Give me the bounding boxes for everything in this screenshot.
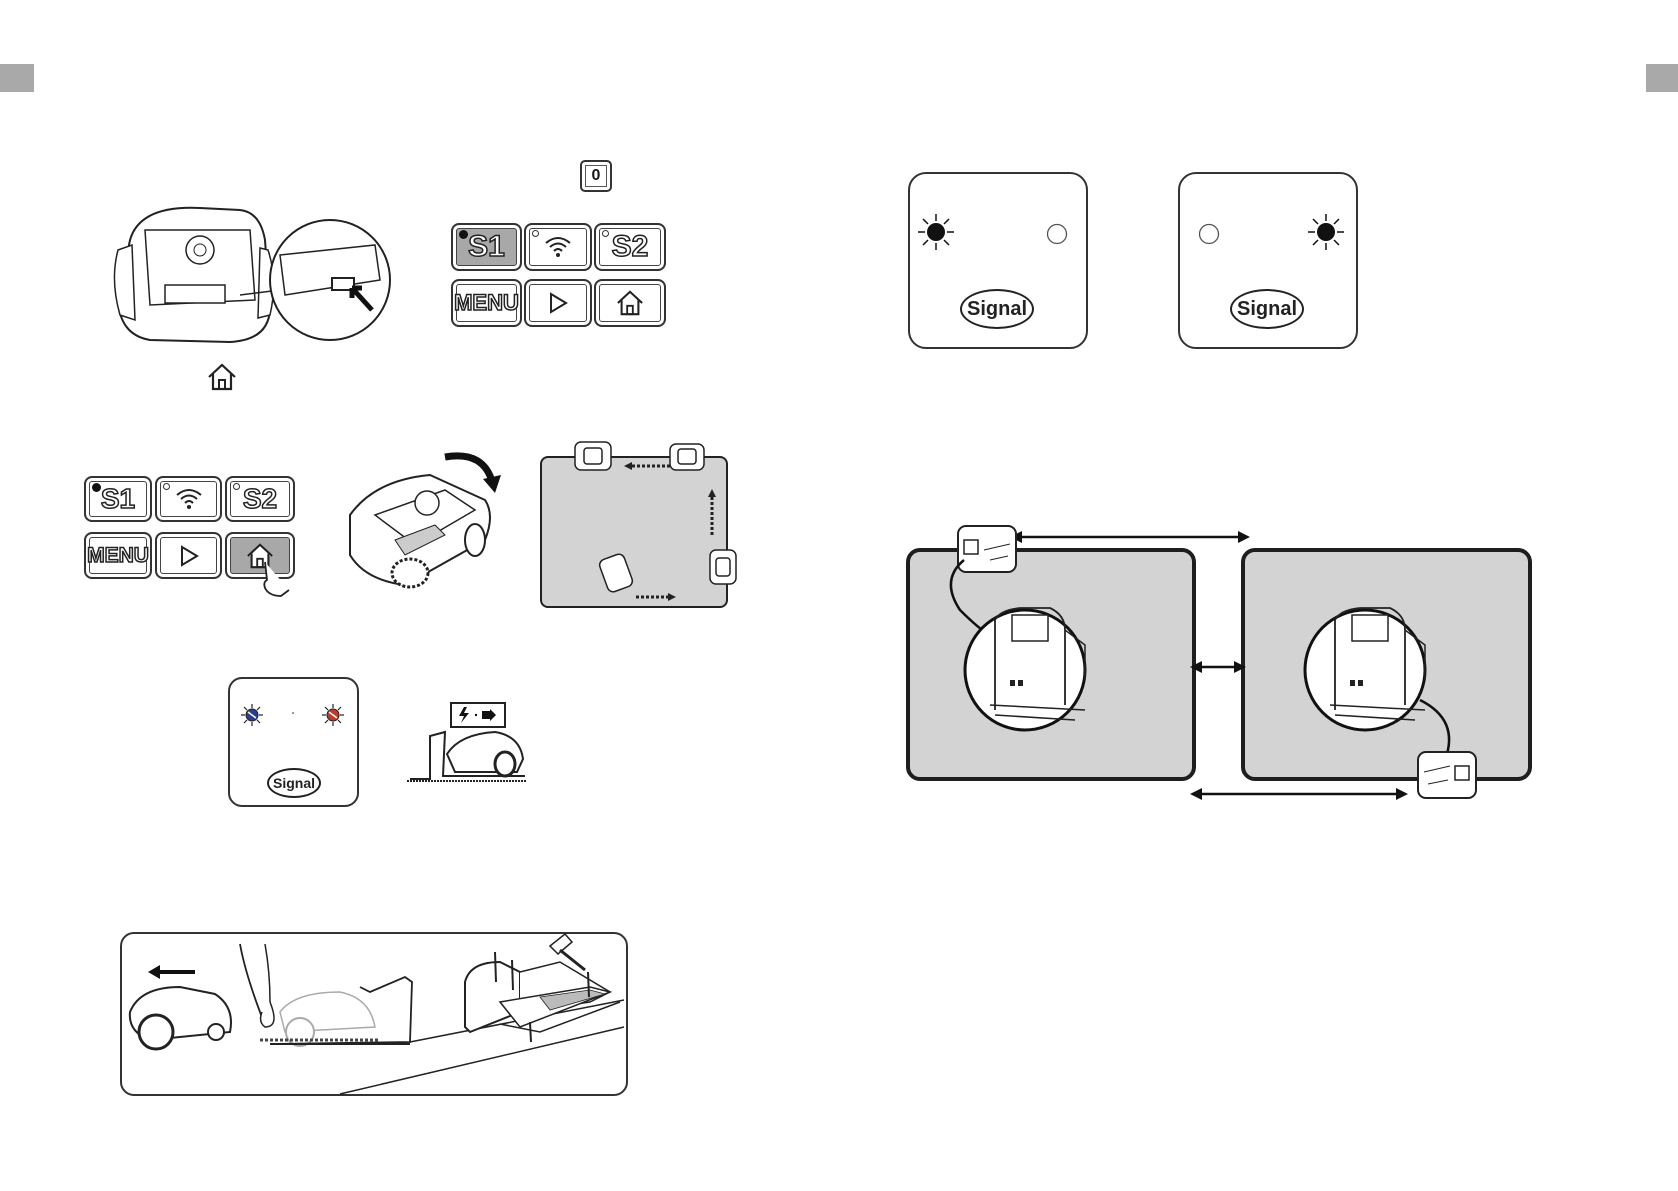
signal-label: Signal <box>1230 289 1304 329</box>
panel-center-dot <box>292 712 294 714</box>
wifi-indicator <box>532 230 539 237</box>
home-icon <box>206 362 238 392</box>
signal-label-text: Signal <box>273 775 315 791</box>
mower-return-illustration <box>335 445 505 595</box>
pressing-hand-icon <box>255 560 295 600</box>
signal-panel-left: Signal <box>908 172 1088 349</box>
led-right-red-icon <box>322 704 344 726</box>
boundary-map-mowers <box>540 440 750 620</box>
page-tab-right <box>1646 64 1678 92</box>
wifi-signal-icon <box>174 487 204 511</box>
s1-key[interactable]: S1 <box>451 223 522 271</box>
s2-key-label: S2 <box>612 230 649 264</box>
menu-key[interactable]: MENU <box>84 532 152 579</box>
s2-key[interactable]: S2 <box>225 476 295 522</box>
led-right-lit-icon <box>1308 214 1344 250</box>
s1-indicator-lit <box>92 483 101 492</box>
signal-label: Signal <box>960 289 1034 329</box>
signal-label: Signal <box>267 768 321 798</box>
signal-panel-right: Signal <box>1178 172 1358 349</box>
play-key[interactable] <box>155 532 222 579</box>
play-key[interactable] <box>524 279 592 327</box>
wifi-key[interactable] <box>524 223 592 271</box>
s2-key-label: S2 <box>243 483 277 515</box>
home-key[interactable] <box>594 279 666 327</box>
s1-key[interactable]: S1 <box>84 476 152 522</box>
s1-indicator-lit <box>459 230 468 239</box>
wifi-indicator <box>163 483 170 490</box>
installation-illustration <box>120 932 624 1094</box>
lightning-plug-icon <box>456 706 500 724</box>
wifi-signal-icon <box>543 235 573 259</box>
s2-indicator <box>233 483 240 490</box>
s1-key-label: S1 <box>101 483 135 515</box>
menu-key[interactable]: MENU <box>451 279 522 327</box>
s2-indicator <box>602 230 609 237</box>
mower-docked-illustration <box>405 724 530 784</box>
menu-key-label: MENU <box>454 290 519 316</box>
zero-key-label: 0 <box>592 167 601 185</box>
led-right-off-icon <box>1046 223 1068 245</box>
led-left-off-icon <box>1198 223 1220 245</box>
led-left-lit-icon <box>918 214 954 250</box>
wifi-key[interactable] <box>155 476 222 522</box>
s2-key[interactable]: S2 <box>594 223 666 271</box>
signal-label-text: Signal <box>967 298 1027 321</box>
multi-field-diagram <box>900 520 1540 810</box>
play-icon <box>546 291 570 315</box>
signal-label-text: Signal <box>1237 298 1297 321</box>
play-icon <box>177 544 201 568</box>
page-tab-left <box>0 64 34 92</box>
mower-open-lid-illustration <box>110 200 400 350</box>
signal-panel-small: Signal <box>228 677 359 807</box>
led-left-blue-icon <box>241 704 263 726</box>
home-icon <box>615 289 645 317</box>
zero-key-icon: 0 <box>580 160 612 192</box>
menu-key-label: MENU <box>87 544 149 568</box>
s1-key-label: S1 <box>468 230 505 264</box>
